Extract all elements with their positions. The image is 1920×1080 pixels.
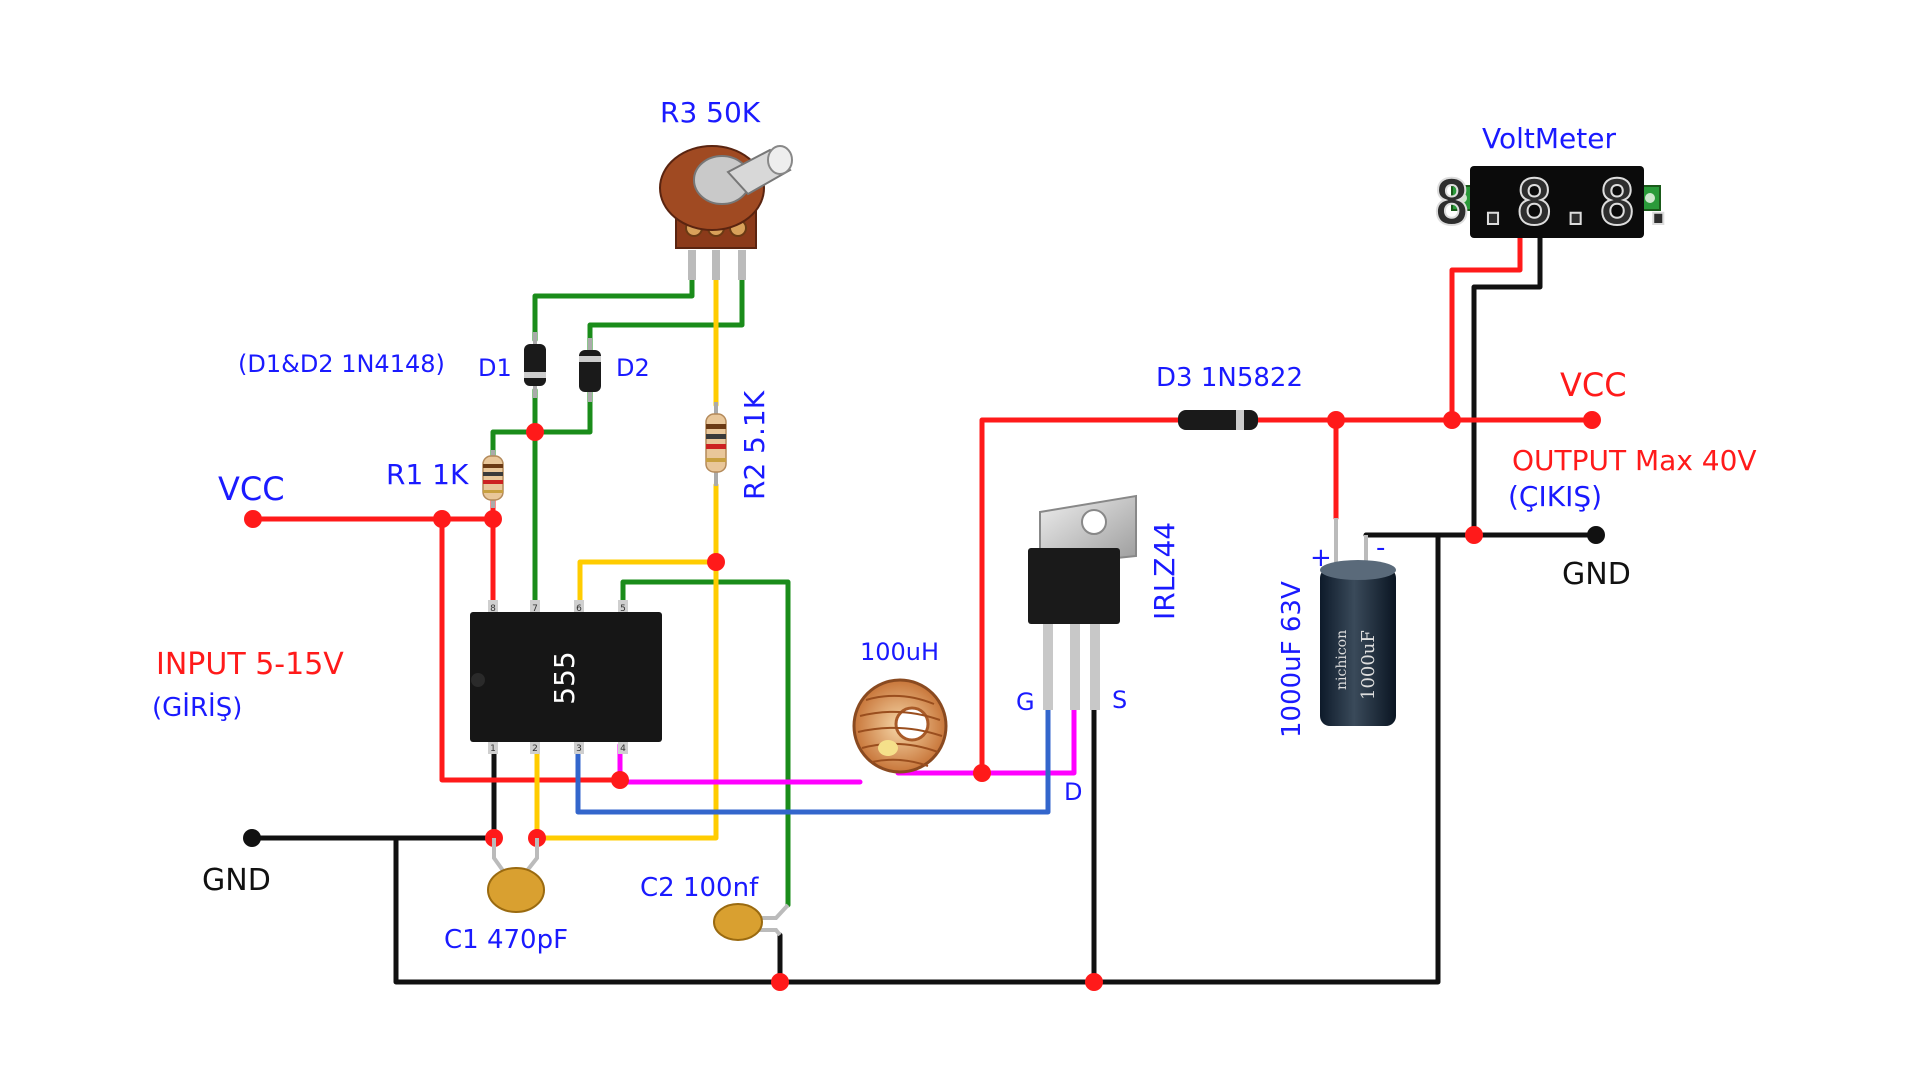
gnd-input-terminal: [243, 829, 261, 847]
ic-pin-label: 8: [490, 604, 496, 614]
junction-dot: [707, 553, 725, 571]
magenta-wires: [617, 702, 1077, 785]
pot-label: R3 50K: [660, 96, 761, 129]
r1-label: R1 1K: [386, 458, 469, 491]
vcc-output-label: VCC: [1560, 366, 1627, 404]
voltmeter-digits: 8.8.8.: [1433, 166, 1681, 239]
ic-pin-label: 4: [620, 744, 626, 754]
source-label: S: [1112, 686, 1127, 714]
voltmeter-gnd-wire: [1471, 232, 1543, 538]
d2-label: D2: [616, 354, 650, 382]
resistor-r2: [705, 402, 727, 486]
gnd-output-label: GND: [1562, 557, 1631, 592]
junction-dot: [611, 771, 629, 789]
voltmeter-vcc-wire: [1449, 232, 1523, 423]
diode-d3: [1178, 410, 1258, 430]
capacitor-c1: [487, 838, 545, 913]
drain-d3-wire: [979, 417, 1181, 776]
pin3-out-wire: [617, 742, 863, 785]
input-tr-label: (GİRİŞ): [152, 691, 242, 723]
vcc-output-terminal: [1583, 411, 1601, 429]
inductor-label: 100uH: [860, 638, 939, 666]
gnd-output-terminal: [1587, 526, 1605, 544]
green-wires: [490, 273, 791, 908]
r1-join-wire: [490, 429, 538, 458]
c1-label: C1 470pF: [444, 925, 568, 955]
junction-dot: [1085, 973, 1103, 991]
pin5-wire: [620, 579, 791, 908]
capacitor-c2: [713, 903, 790, 941]
ic-label: 555: [548, 651, 581, 704]
red-wires: [250, 232, 1595, 783]
resistor-r1: [482, 450, 504, 508]
junction-dot: [526, 423, 544, 441]
d1-d2-join-wire: [532, 387, 593, 435]
output-label: OUTPUT Max 40V: [1512, 444, 1757, 477]
ic-pin-label: 5: [620, 604, 626, 614]
d3-label: D3 1N5822: [1156, 363, 1303, 393]
ic-pin-label: 3: [576, 744, 582, 754]
ic-pin-label: 1: [490, 744, 496, 754]
r2-low-wire: [534, 482, 719, 841]
drain-label: D: [1064, 778, 1082, 806]
junction-dot: [1443, 411, 1461, 429]
diode-d2: [579, 338, 601, 402]
mosfet-irlz44: [1028, 494, 1137, 710]
input-label: INPUT 5-15V: [156, 647, 344, 682]
ic-555: 555 8 7 6 5 1 2 3 4: [470, 600, 662, 754]
wires: [249, 232, 1599, 985]
blue-wires: [575, 702, 1051, 815]
yellow-wires: [534, 273, 719, 841]
pin6-wire: [577, 559, 719, 606]
junction-dot: [973, 764, 991, 782]
cap-minus-label: -: [1376, 533, 1385, 563]
capacitor-output: nichicon 1000uF: [1320, 518, 1396, 726]
pot-left-wire: [532, 273, 695, 343]
gnd-bus-wire: [393, 532, 1441, 985]
r2-label: R2 5.1K: [738, 390, 771, 500]
diodes-note: (D1&D2 1N4148): [238, 350, 445, 378]
gate-label: G: [1016, 688, 1035, 716]
junction-dot: [433, 510, 451, 528]
junction-dot: [1327, 411, 1345, 429]
junction-dot: [484, 510, 502, 528]
inductor-100uh: [852, 678, 948, 774]
cap-plus-label: +: [1310, 543, 1332, 573]
pot-right-wire: [587, 273, 745, 353]
ic-pin-label: 6: [576, 604, 582, 614]
gnd-input-label: GND: [202, 863, 271, 898]
labels: R3 50K VoltMeter (D1&D2 1N4148) D1 D2 R2…: [152, 96, 1757, 955]
gate-drive-wire: [575, 702, 1051, 815]
cap-value: 1000uF: [1358, 630, 1379, 700]
c2-label: C2 100nf: [640, 873, 759, 903]
cap-brand: nichicon: [1334, 630, 1350, 690]
voltmeter-label: VoltMeter: [1482, 122, 1616, 155]
junction-dot: [771, 973, 789, 991]
voltmeter: 8.8.8.: [1432, 165, 1681, 240]
junctions: [243, 411, 1605, 991]
diode-d1: [524, 332, 546, 398]
ic-pin-label: 2: [532, 744, 538, 754]
inductor-drain-wire: [895, 702, 1077, 776]
ground-wires: [249, 232, 1599, 985]
junction-dot: [244, 510, 262, 528]
junction-dot: [1465, 526, 1483, 544]
mosfet-label: IRLZ44: [1148, 522, 1181, 620]
ic-pin-label: 7: [532, 604, 538, 614]
d1-label: D1: [478, 354, 512, 382]
potentiometer-r3: [659, 145, 793, 280]
cap-out-label: 1000uF 63V: [1277, 581, 1307, 738]
output-tr-label: (ÇIKIŞ): [1508, 480, 1602, 513]
vcc-pin4-loop: [439, 516, 623, 783]
vcc-input-label: VCC: [218, 470, 285, 508]
